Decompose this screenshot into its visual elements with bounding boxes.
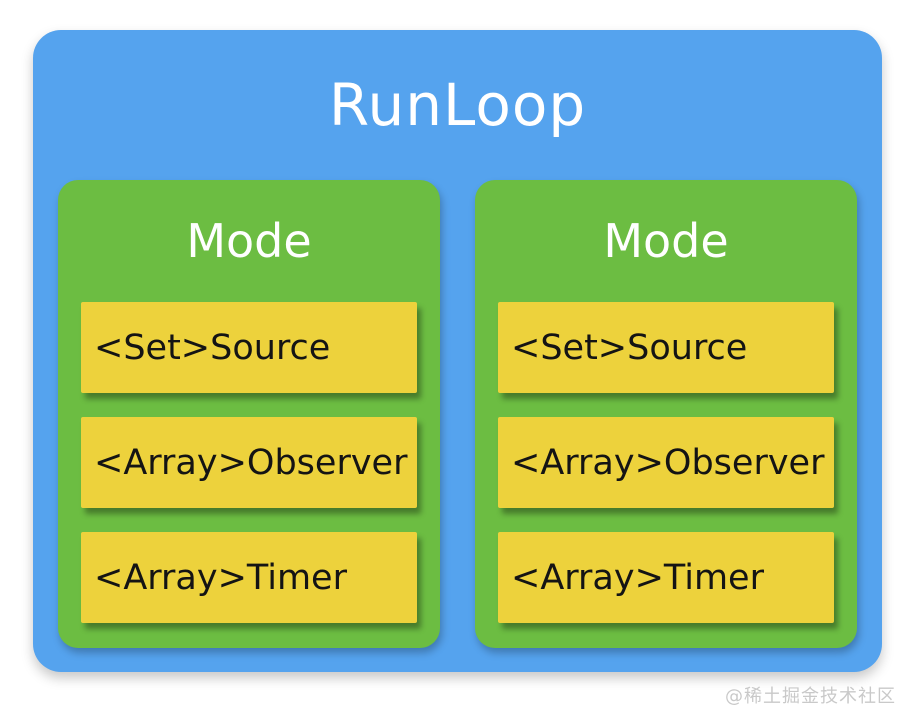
mode-box-left: Mode <Set>Source <Array>Observer <Array>… [58,180,440,648]
mode-title: Mode [603,214,729,268]
mode-box-right: Mode <Set>Source <Array>Observer <Array>… [475,180,857,648]
runloop-panel: RunLoop Mode <Set>Source <Array>Observer… [33,30,882,672]
mode-items: <Set>Source <Array>Observer <Array>Timer [498,302,834,623]
watermark: @稀土掘金技术社区 [725,686,896,707]
mode-item-array-timer: <Array>Timer [498,532,834,623]
runloop-title: RunLoop [328,71,587,139]
mode-item-set-source: <Set>Source [498,302,834,393]
mode-title: Mode [186,214,312,268]
mode-items: <Set>Source <Array>Observer <Array>Timer [81,302,417,623]
mode-item-array-observer: <Array>Observer [498,417,834,508]
mode-item-set-source: <Set>Source [81,302,417,393]
mode-item-array-observer: <Array>Observer [81,417,417,508]
modes-row: Mode <Set>Source <Array>Observer <Array>… [33,180,882,672]
mode-item-array-timer: <Array>Timer [81,532,417,623]
